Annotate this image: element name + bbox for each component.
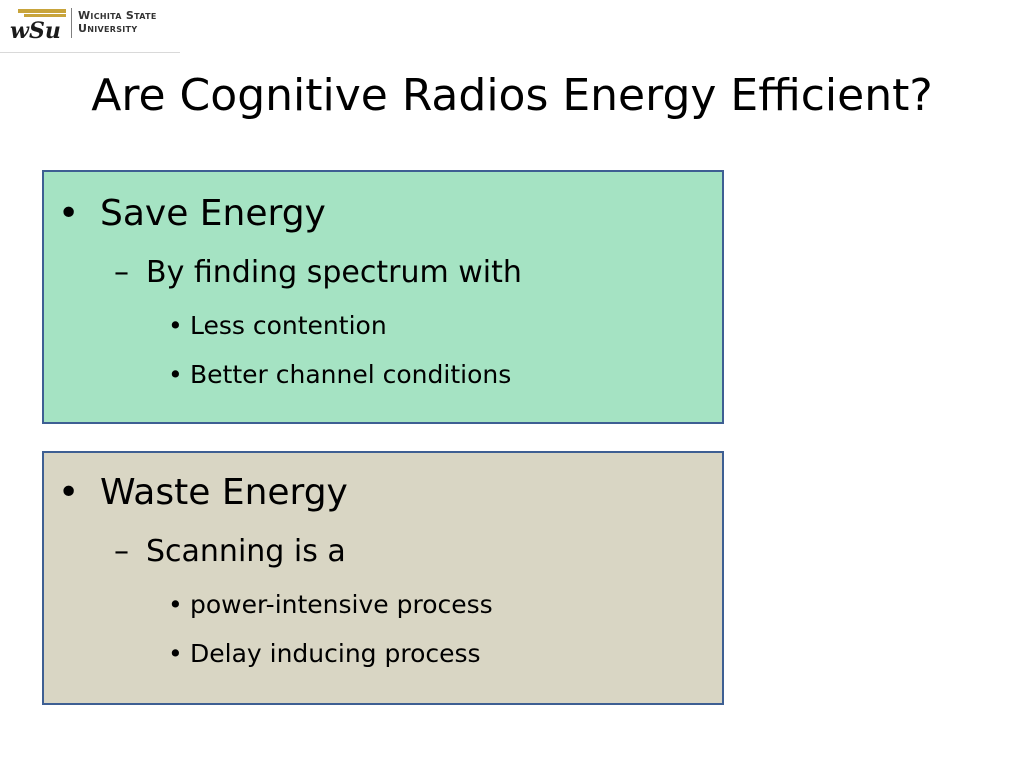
- bullet-save-energy: • Save Energy: [58, 192, 326, 236]
- slide-title: Are Cognitive Radios Energy Efficient?: [91, 70, 933, 121]
- logo-line-1: Wichita State: [78, 9, 157, 22]
- item-power-intensive: •power-intensive process: [168, 589, 493, 621]
- wsu-logo-icon: wSu: [10, 9, 66, 44]
- svg-text:wSu: wSu: [10, 18, 61, 44]
- logo-wordmark: Wichita State University: [78, 9, 157, 35]
- dash-marker: –: [114, 534, 129, 569]
- sub-bullet-text: Scanning is a: [146, 534, 346, 569]
- bullet-marker: •: [168, 360, 183, 389]
- bullet-marker: •: [168, 639, 183, 668]
- item-better-channel-conditions: •Better channel conditions: [168, 359, 511, 391]
- sub-bullet-text: By finding spectrum with: [146, 255, 522, 290]
- item-text: Less contention: [190, 311, 387, 340]
- sub-bullet-finding-spectrum: –By finding spectrum with: [114, 254, 522, 292]
- dash-marker: –: [114, 255, 129, 290]
- item-less-contention: •Less contention: [168, 310, 387, 342]
- item-text: Better channel conditions: [190, 360, 512, 389]
- item-text: power-intensive process: [190, 590, 493, 619]
- university-logo: wSu Wichita State University: [0, 0, 180, 53]
- logo-divider: [71, 8, 72, 38]
- item-text: Delay inducing process: [190, 639, 481, 668]
- bullet-text: Waste Energy: [100, 472, 348, 513]
- waste-energy-box: •Waste Energy –Scanning is a •power-inte…: [42, 451, 724, 705]
- sub-bullet-scanning: –Scanning is a: [114, 533, 346, 571]
- save-energy-box: • Save Energy –By finding spectrum with •…: [42, 170, 724, 424]
- bullet-marker: •: [58, 193, 80, 234]
- bullet-waste-energy: • Waste Energy: [58, 471, 348, 515]
- bullet-marker: •: [168, 311, 183, 340]
- bullet-marker: •: [58, 472, 80, 513]
- item-delay-inducing: •Delay inducing process: [168, 638, 481, 670]
- bullet-marker: •: [168, 590, 183, 619]
- bullet-text: Save Energy: [100, 193, 326, 234]
- logo-line-2: University: [78, 22, 138, 35]
